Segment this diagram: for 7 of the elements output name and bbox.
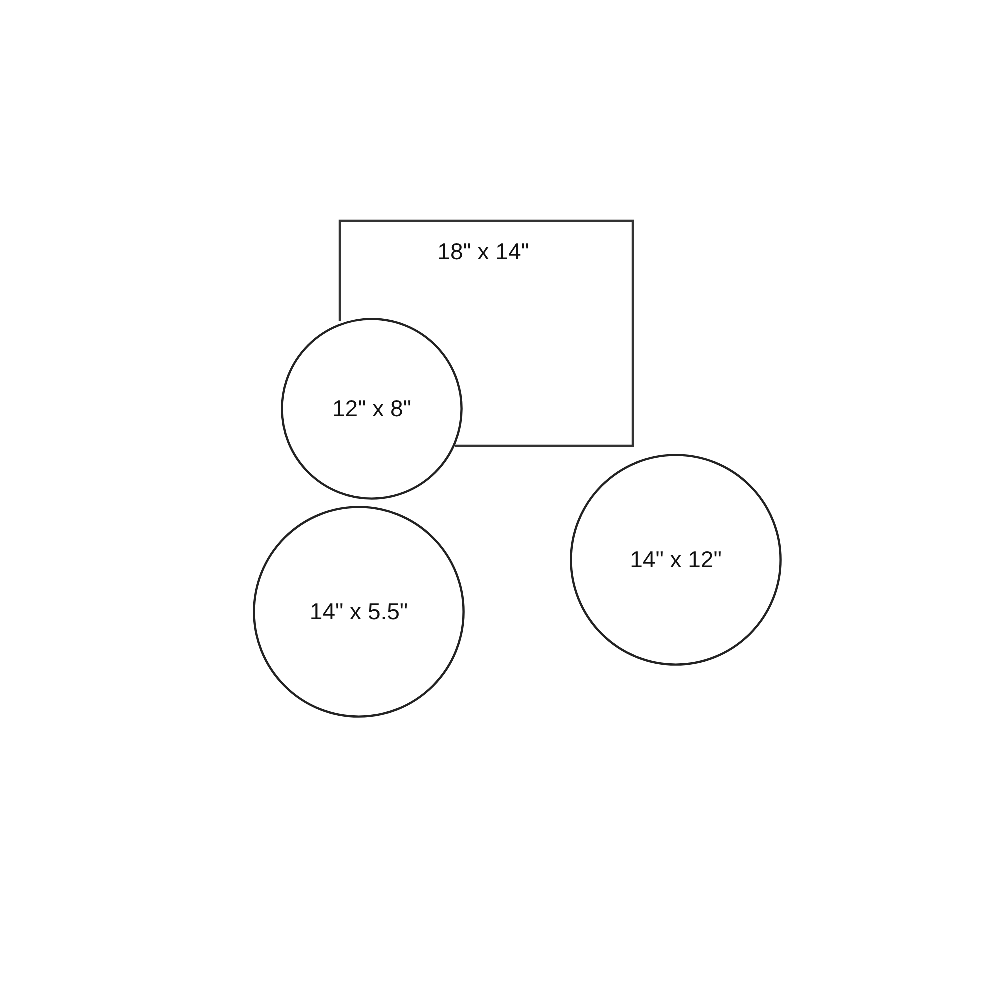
circle-frame bbox=[253, 506, 465, 718]
dimension-label: 14" x 12" bbox=[630, 546, 722, 574]
circle-frame bbox=[570, 454, 782, 666]
dimension-label: 14" x 5.5" bbox=[310, 598, 408, 626]
circle-frame bbox=[281, 318, 463, 500]
dimension-label: 12" x 8" bbox=[332, 396, 412, 422]
dimension-label: 18" x 14" bbox=[438, 238, 530, 266]
